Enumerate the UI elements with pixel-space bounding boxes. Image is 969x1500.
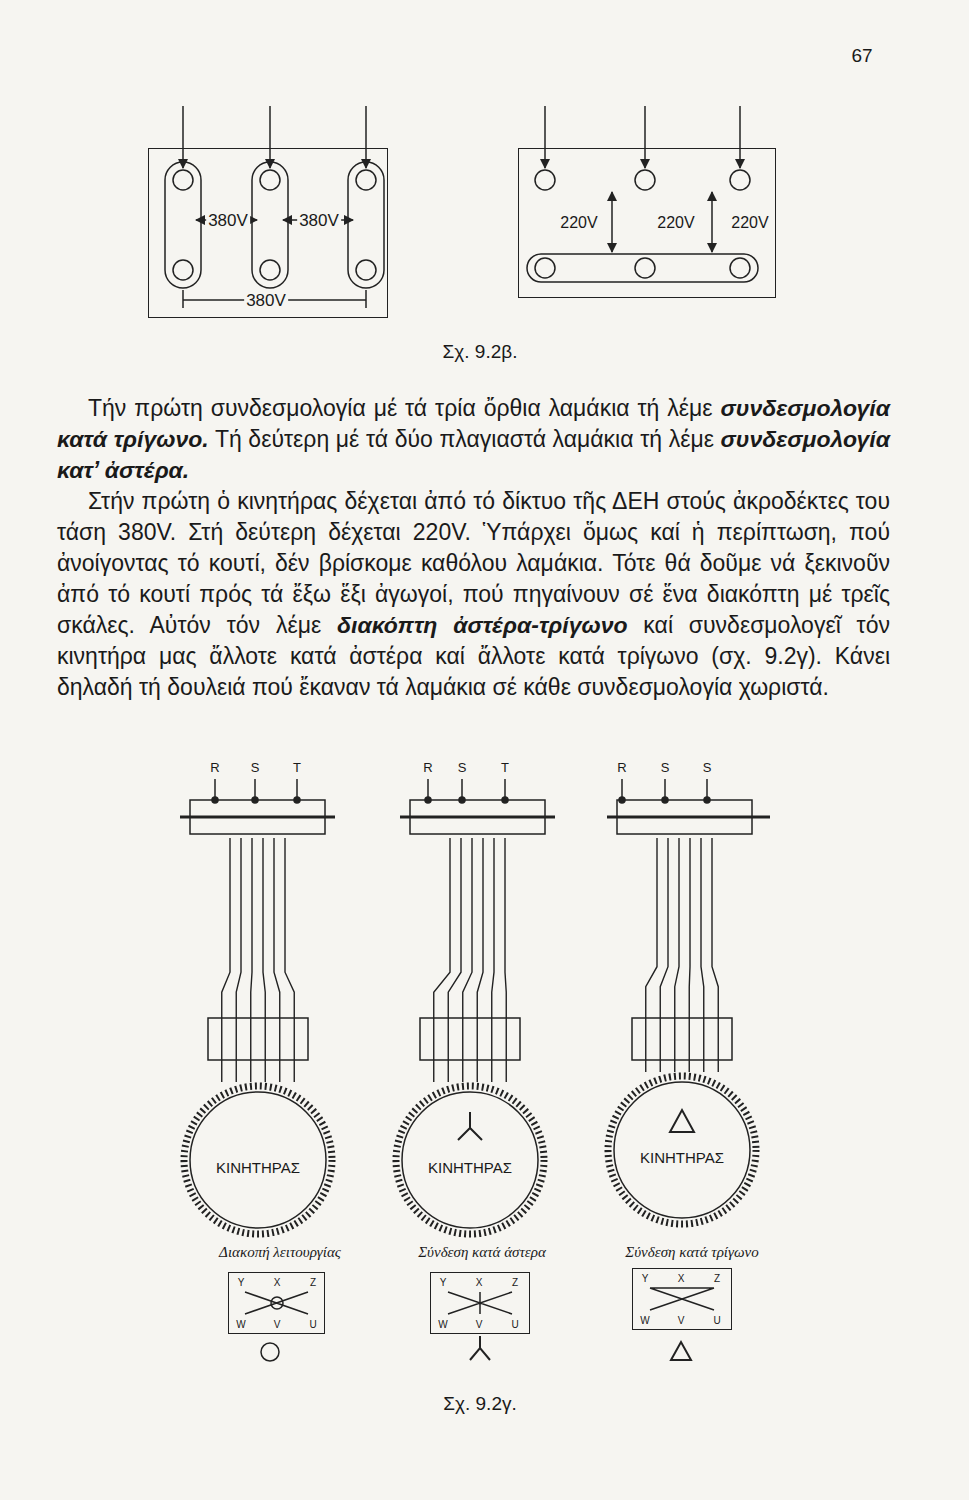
motor-winding bbox=[184, 1076, 756, 1234]
body-text: Τή δεύτερη μέ τά δύο πλαγιαστά λαμάκια τ… bbox=[215, 426, 714, 452]
node-label: T bbox=[291, 761, 303, 775]
star-delta-switch bbox=[180, 779, 770, 834]
motor-circle: ΚΙΝΗΤΗΡΑΣ bbox=[180, 1082, 336, 1238]
node-label: R bbox=[421, 761, 434, 775]
contact-block bbox=[208, 1018, 732, 1060]
node-label: S bbox=[701, 761, 714, 775]
paragraph: Τήν πρώτη συνδεσμολογία μέ τά τρία ὄρθια… bbox=[57, 393, 890, 486]
node-label: Z bbox=[510, 1277, 520, 1288]
position-box: Y X Z W V U bbox=[632, 1268, 732, 1330]
node-label: ΚΙΝΗΤΗΡΑΣ bbox=[638, 1150, 726, 1167]
node-label: 380V bbox=[244, 292, 288, 311]
node-label: 220V bbox=[729, 214, 770, 232]
terminal-board: 220V 220V 220V bbox=[518, 148, 776, 298]
terminal-board-star bbox=[527, 106, 758, 282]
node-label: ΚΙΝΗΤΗΡΑΣ bbox=[214, 1160, 302, 1177]
position-box: Y X Z W V U bbox=[228, 1272, 325, 1334]
position-box: Y X Z W V U bbox=[430, 1272, 530, 1334]
node-label: Y bbox=[438, 1277, 449, 1288]
node-label: X bbox=[676, 1273, 687, 1284]
switch: RSS bbox=[612, 758, 757, 838]
node-label: X bbox=[272, 1277, 283, 1288]
state-label: Διακοπή λειτουργίας bbox=[219, 1244, 341, 1261]
node-label: S bbox=[249, 761, 262, 775]
node-label: V bbox=[474, 1319, 485, 1330]
node-label: 220V bbox=[655, 214, 696, 232]
switch: R S T bbox=[185, 758, 330, 838]
node-label: W bbox=[234, 1319, 247, 1330]
node-label: Z bbox=[308, 1277, 318, 1288]
emphasized-term: διακόπτη ἀστέρα-τρίγωνο bbox=[337, 612, 627, 638]
connection-symbol bbox=[261, 1336, 691, 1361]
node-label: U bbox=[711, 1315, 722, 1326]
node-label: V bbox=[676, 1315, 687, 1326]
node-label: 380V bbox=[297, 212, 341, 231]
node-label: S bbox=[456, 761, 469, 775]
page-number: 67 bbox=[851, 46, 872, 67]
motor-circle: ΚΙΝΗΤΗΡΑΣ bbox=[392, 1082, 548, 1238]
state-label: Σύνδεση κατά άστερα bbox=[418, 1244, 546, 1261]
node-label: T bbox=[499, 761, 511, 775]
node-label: R bbox=[615, 761, 628, 775]
node-label: W bbox=[638, 1315, 651, 1326]
wire-bundle bbox=[222, 838, 295, 1082]
node-label: ΚΙΝΗΤΗΡΑΣ bbox=[426, 1160, 514, 1177]
node-label: Z bbox=[712, 1273, 722, 1284]
motor-circle: ΚΙΝΗΤΗΡΑΣ bbox=[604, 1072, 760, 1228]
node-label: W bbox=[436, 1319, 449, 1330]
node-label: X bbox=[474, 1277, 485, 1288]
body-text: Τήν πρώτη συνδεσμολογία μέ τά τρία ὄρθια… bbox=[88, 395, 713, 421]
node-label: U bbox=[307, 1319, 318, 1330]
node-label: Y bbox=[640, 1273, 651, 1284]
paragraph: Στήν πρώτη ὁ κινητήρας δέχεται ἀπό τό δί… bbox=[57, 486, 890, 703]
node-label: V bbox=[272, 1319, 283, 1330]
switch: R S T bbox=[405, 758, 550, 838]
figure-caption: Σχ. 9.2β. bbox=[443, 342, 518, 363]
state-label: Σύνδεση κατά τρίγωνο bbox=[625, 1244, 758, 1261]
wire-bundle bbox=[434, 838, 507, 1082]
node-label: S bbox=[659, 761, 672, 775]
node-label: R bbox=[208, 761, 221, 775]
terminal-board-delta bbox=[165, 106, 384, 308]
wire-bundle bbox=[646, 838, 719, 1072]
node-label: 380V bbox=[206, 212, 250, 231]
node-label: 220V bbox=[558, 214, 599, 232]
node-label: U bbox=[509, 1319, 520, 1330]
node-label: Y bbox=[236, 1277, 247, 1288]
figure-caption: Σχ. 9.2γ. bbox=[443, 1394, 516, 1415]
terminal-board: 380V 380V 380V bbox=[148, 148, 388, 318]
switch-position-sketch bbox=[245, 1288, 714, 1314]
